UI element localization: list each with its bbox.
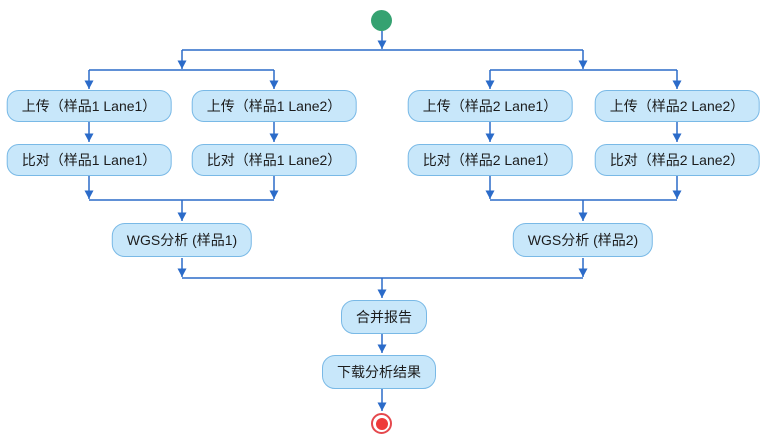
node-label: 上传（样品2 Lane1） xyxy=(422,98,558,114)
node-align-sample1-lane2[interactable]: 比对（样品1 Lane2） xyxy=(191,144,357,176)
node-label: 比对（样品1 Lane2） xyxy=(206,152,342,168)
node-upload-sample2-lane2[interactable]: 上传（样品2 Lane2） xyxy=(594,90,760,122)
node-label: 下载分析结果 xyxy=(337,364,421,380)
node-wgs-analysis-sample2[interactable]: WGS分析 (样品2) xyxy=(512,223,654,257)
node-label: 上传（样品2 Lane2） xyxy=(609,98,745,114)
node-label: 合并报告 xyxy=(356,309,412,325)
node-upload-sample1-lane2[interactable]: 上传（样品1 Lane2） xyxy=(191,90,357,122)
node-label: WGS分析 (样品2) xyxy=(527,232,639,248)
node-align-sample2-lane1[interactable]: 比对（样品2 Lane1） xyxy=(407,144,573,176)
node-label: 上传（样品1 Lane2） xyxy=(206,98,342,114)
node-upload-sample2-lane1[interactable]: 上传（样品2 Lane1） xyxy=(407,90,573,122)
node-label: 比对（样品2 Lane1） xyxy=(422,152,558,168)
end-node-dot xyxy=(375,417,388,430)
node-label: 上传（样品1 Lane1） xyxy=(21,98,157,114)
node-wgs-analysis-sample1[interactable]: WGS分析 (样品1) xyxy=(111,223,253,257)
node-download-results[interactable]: 下载分析结果 xyxy=(322,355,436,389)
connectors xyxy=(84,31,682,411)
node-merge-report[interactable]: 合并报告 xyxy=(341,300,427,334)
node-label: 比对（样品1 Lane1） xyxy=(21,152,157,168)
node-label: WGS分析 (样品1) xyxy=(126,232,238,248)
node-align-sample2-lane2[interactable]: 比对（样品2 Lane2） xyxy=(594,144,760,176)
node-upload-sample1-lane1[interactable]: 上传（样品1 Lane1） xyxy=(6,90,172,122)
end-node xyxy=(371,413,392,434)
start-node xyxy=(371,10,392,31)
node-align-sample1-lane1[interactable]: 比对（样品1 Lane1） xyxy=(6,144,172,176)
node-label: 比对（样品2 Lane2） xyxy=(609,152,745,168)
